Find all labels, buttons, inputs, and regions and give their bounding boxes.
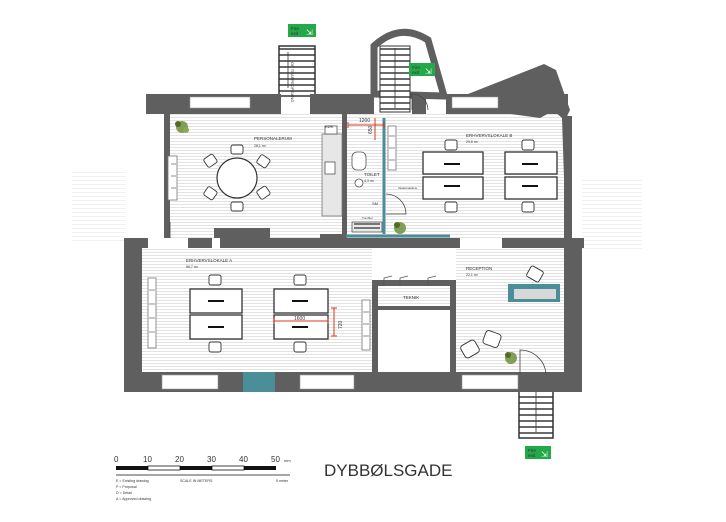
room-name-erhverv-b: ERHVERVSLOKALE B <box>466 133 512 138</box>
sm-label: SM <box>372 201 378 206</box>
legend: E = Existing drawing P = Proposal D = De… <box>116 479 151 501</box>
running-man-icon: ⇲ <box>425 67 432 76</box>
tumbler-label: Tumbler <box>362 216 373 220</box>
scale-bar <box>116 465 290 476</box>
scale-tick: 20 <box>175 455 184 464</box>
divider-blocks <box>214 228 342 242</box>
street-name: DYBBØLSGADE <box>324 461 453 480</box>
fire-exit-text-2: exit <box>291 31 299 36</box>
room-area-personalerum: 28,1 m² <box>254 144 267 148</box>
room-name-personalerum: PERSONALERUM <box>254 136 292 141</box>
legend-item: D = Detail <box>116 491 132 495</box>
legend-item: P = Proposal <box>116 485 137 489</box>
scale-tick: 30 <box>207 455 216 464</box>
washing-machine-label: Vaskemaskine <box>398 186 418 190</box>
wall-chairs-left <box>167 155 178 201</box>
dimension-720 <box>331 307 337 337</box>
fire-exit-sign-bottom: Fire exit ⇲ <box>525 446 551 459</box>
adjacent-buildings <box>72 172 642 250</box>
plant-icon <box>505 352 517 364</box>
fire-exit-text-6: exit <box>528 453 536 458</box>
room-area-erhverv-b: 29,6 m² <box>466 140 479 144</box>
room-name-reception: RECEPTION <box>466 266 492 271</box>
dimension-label-1200: 1200 <box>359 118 370 124</box>
room-name-teknik: TEKNIK <box>403 295 419 300</box>
legend-item: A = Approved drawing <box>116 497 151 501</box>
teknik-equipment <box>383 275 437 286</box>
room-name-toilet: TOILET <box>364 172 380 177</box>
desk-chairs-a <box>208 274 307 353</box>
room-area-reception: 22,1 m² <box>466 273 479 277</box>
monitors-erhverv-b <box>444 163 538 187</box>
dimension-1200 <box>347 122 385 128</box>
dining-chairs <box>203 144 271 212</box>
fire-exit-text-1: Fire <box>291 26 299 31</box>
fire-exit-sign-top: Fire exit ⇲ <box>288 24 316 37</box>
fire-exit-text-4: exit <box>412 70 420 75</box>
legend-item: E = Existing drawing <box>116 479 149 483</box>
window-teal <box>243 372 275 392</box>
staircase-tower <box>370 28 449 113</box>
running-man-icon: ⇲ <box>306 28 313 37</box>
stair-label: OP TRAPPEOPGANG <box>290 62 295 102</box>
kitchen-counter <box>321 125 343 217</box>
scale-ticks: 0 10 20 30 40 50 mm <box>114 455 291 464</box>
wall-chairs-b <box>387 125 397 171</box>
room-area-toilet: 4,3 m² <box>364 179 375 183</box>
dimension-1600 <box>273 318 329 324</box>
monitors-erhverv-a <box>208 300 308 328</box>
scale-tick: 50 <box>271 455 280 464</box>
fire-exit-text-5: Fire <box>528 448 536 453</box>
reception-desk <box>508 284 560 302</box>
desk-chairs-b <box>444 139 535 213</box>
divider-openings <box>148 238 502 248</box>
plant-icon <box>175 121 189 133</box>
running-man-icon: ⇲ <box>541 450 548 459</box>
kitchen-label: KØK <box>325 124 334 129</box>
reception-chairs <box>460 265 544 359</box>
dimension-label-1600: 1600 <box>294 316 305 322</box>
doors <box>169 93 547 375</box>
scale-tick: 10 <box>143 455 152 464</box>
room-name-erhverv-a: ERHVERVSLOKALE A <box>186 258 232 263</box>
scale-tick: 0 <box>114 455 119 464</box>
dimension-label-720: 720 <box>338 320 344 329</box>
scale-caption: SCALE IN METERS <box>180 479 213 483</box>
windows <box>161 96 519 390</box>
plant-icon <box>394 222 406 234</box>
fire-exit-text-3: Fire <box>412 65 420 70</box>
toilet-fixtures <box>351 151 383 233</box>
staircase-top-left <box>278 45 316 97</box>
room-area-erhverv-a: 56,7 m² <box>186 265 199 269</box>
fire-exit-sign-tower: Fire exit ⇲ <box>409 63 435 76</box>
scale-tick: 40 <box>239 455 248 464</box>
glass-partitions <box>346 118 450 238</box>
scale-meter: 5 meter <box>276 479 289 483</box>
dimension-label-650: 650 <box>368 125 374 134</box>
scale-unit: mm <box>284 458 291 463</box>
wall-chairs-a <box>147 277 371 351</box>
round-dining-table <box>216 157 258 199</box>
